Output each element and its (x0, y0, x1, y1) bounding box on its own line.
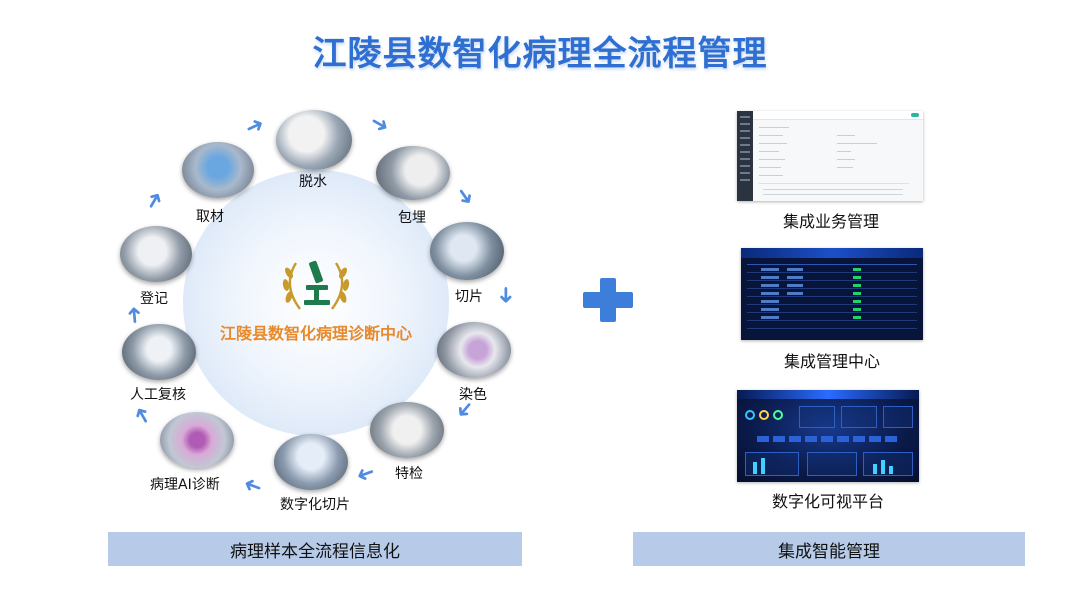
step-label-sampling: 取材 (196, 206, 224, 226)
arrow-icon: ➜ (129, 402, 157, 429)
step-label-special: 特检 (395, 463, 423, 483)
management-center-screenshot (741, 248, 923, 340)
panel-caption-dashboard: 数字化可视平台 (708, 488, 948, 512)
arrow-icon: ➜ (123, 305, 147, 325)
step-photo-embed (376, 146, 450, 200)
step-label-digital: 数字化切片 (280, 494, 350, 514)
arrow-icon: ➜ (494, 286, 516, 304)
panel-caption-business: 集成业务管理 (711, 208, 951, 232)
step-photo-dehydrate (276, 110, 352, 170)
step-label-embed: 包埋 (398, 207, 426, 227)
plus-icon (583, 278, 633, 322)
arrow-icon: ➜ (366, 111, 393, 139)
business-screenshot (737, 111, 923, 201)
step-label-section: 切片 (455, 286, 483, 306)
panel-caption-center: 集成管理中心 (712, 348, 952, 372)
arrow-icon: ➜ (141, 188, 169, 215)
left-summary-label: 病理样本全流程信息化 (230, 537, 400, 562)
step-photo-stain (437, 322, 511, 378)
step-photo-sampling (182, 142, 254, 198)
step-photo-digital (274, 434, 348, 490)
right-summary-bar: 集成智能管理 (633, 532, 1025, 566)
arrow-icon: ➜ (450, 183, 479, 211)
step-photo-register (120, 226, 192, 282)
arrow-icon: ➜ (242, 113, 268, 141)
dashboard-screenshot (737, 390, 919, 482)
arrow-icon: ➜ (241, 472, 266, 499)
page-title: 江陵县数智化病理全流程管理 (0, 26, 1080, 75)
step-photo-special (370, 402, 444, 458)
step-label-ai: 病理AI诊断 (150, 474, 220, 494)
microscope-laurel-icon (278, 255, 354, 317)
arrow-icon: ➜ (353, 460, 378, 487)
step-photo-review (122, 324, 196, 380)
step-photo-ai (160, 412, 234, 468)
step-label-dehydrate: 脱水 (299, 171, 327, 191)
right-summary-label: 集成智能管理 (778, 537, 880, 562)
step-label-review: 人工复核 (130, 384, 186, 404)
step-photo-section (430, 222, 504, 280)
left-summary-bar: 病理样本全流程信息化 (108, 532, 522, 566)
center-label: 江陵县数智化病理诊断中心 (183, 320, 449, 344)
